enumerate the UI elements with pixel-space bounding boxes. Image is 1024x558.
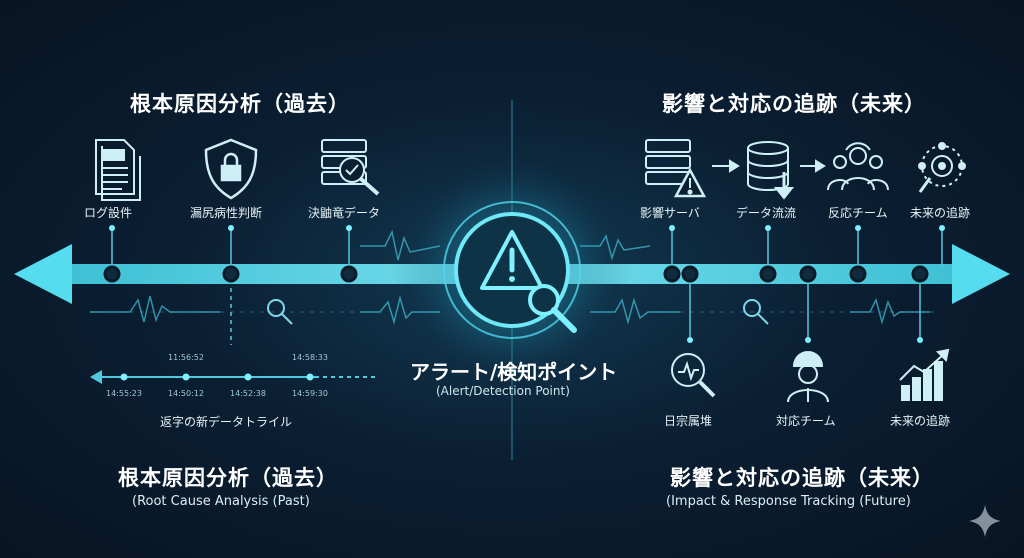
alert-magnifier-icon — [480, 230, 577, 333]
mini-time-top-2: 14:58:33 — [292, 353, 328, 362]
past-heading-bottom: 根本原因分析（過去） — [118, 466, 338, 490]
future-heading-top: 影響と対応の追跡（未来） — [662, 92, 926, 116]
sparkle-icon — [969, 505, 1001, 537]
mini-timeline — [90, 370, 375, 384]
server-search-icon — [321, 139, 380, 196]
server-warning-icon — [645, 139, 707, 198]
future-bottom-label-3: 未来の追跡 — [890, 414, 951, 428]
arrow-right-icon — [712, 159, 826, 173]
past-nodes — [103, 265, 358, 283]
past-icon-label-2: 漏尻病性判断 — [190, 206, 263, 220]
log-file-icon — [95, 139, 141, 201]
waveforms — [90, 229, 930, 325]
past-icon-label-1: ログ設件 — [84, 206, 133, 220]
tracking-target-icon — [918, 142, 966, 193]
chart-magnifier-icon — [671, 353, 716, 398]
mini-time-top-1: 11:56:52 — [168, 353, 204, 362]
past-heading-top: 根本原因分析（過去） — [130, 92, 350, 116]
past-icon-label-3: 決鼬竜データ — [308, 206, 381, 220]
past-connectors — [111, 228, 350, 345]
team-icon — [827, 142, 889, 191]
future-icon-label-1: 影響サーバ — [640, 206, 700, 220]
database-flow-icon — [747, 141, 795, 200]
responder-icon — [787, 351, 829, 403]
future-connectors — [671, 228, 943, 340]
magnifier-icon — [743, 299, 769, 325]
future-nodes — [663, 265, 929, 283]
center-ring-outer — [443, 201, 581, 339]
future-subtitle-bottom: (Impact & Response Tracking (Future) — [666, 494, 911, 509]
future-bottom-label-1: 日宗属堆 — [664, 414, 713, 428]
mini-time-bottom-2: 14:50:12 — [168, 389, 204, 398]
center-subtitle: (Alert/Detection Point) — [436, 384, 570, 398]
mini-time-bottom-4: 14:59:30 — [292, 389, 328, 398]
future-bottom-label-2: 対応チーム — [776, 414, 836, 428]
future-heading-bottom: 影響と対応の追跡（未来） — [670, 466, 934, 490]
future-icon-label-4: 未来の追跡 — [910, 206, 971, 220]
future-icon-label-3: 反応チーム — [828, 206, 888, 220]
growth-chart-icon — [899, 348, 950, 401]
center-title: アラート/検知ポイント — [410, 360, 618, 384]
mini-timeline-caption: 返字の新データトライル — [160, 415, 293, 429]
mini-time-bottom-3: 14:52:38 — [230, 389, 266, 398]
mini-time-bottom-1: 14:55:23 — [106, 389, 142, 398]
magnifier-icon — [267, 299, 293, 325]
shield-lock-icon — [204, 138, 258, 200]
past-subtitle-bottom: (Root Cause Analysis (Past) — [132, 494, 310, 509]
future-icon-label-2: データ流流 — [736, 206, 797, 220]
